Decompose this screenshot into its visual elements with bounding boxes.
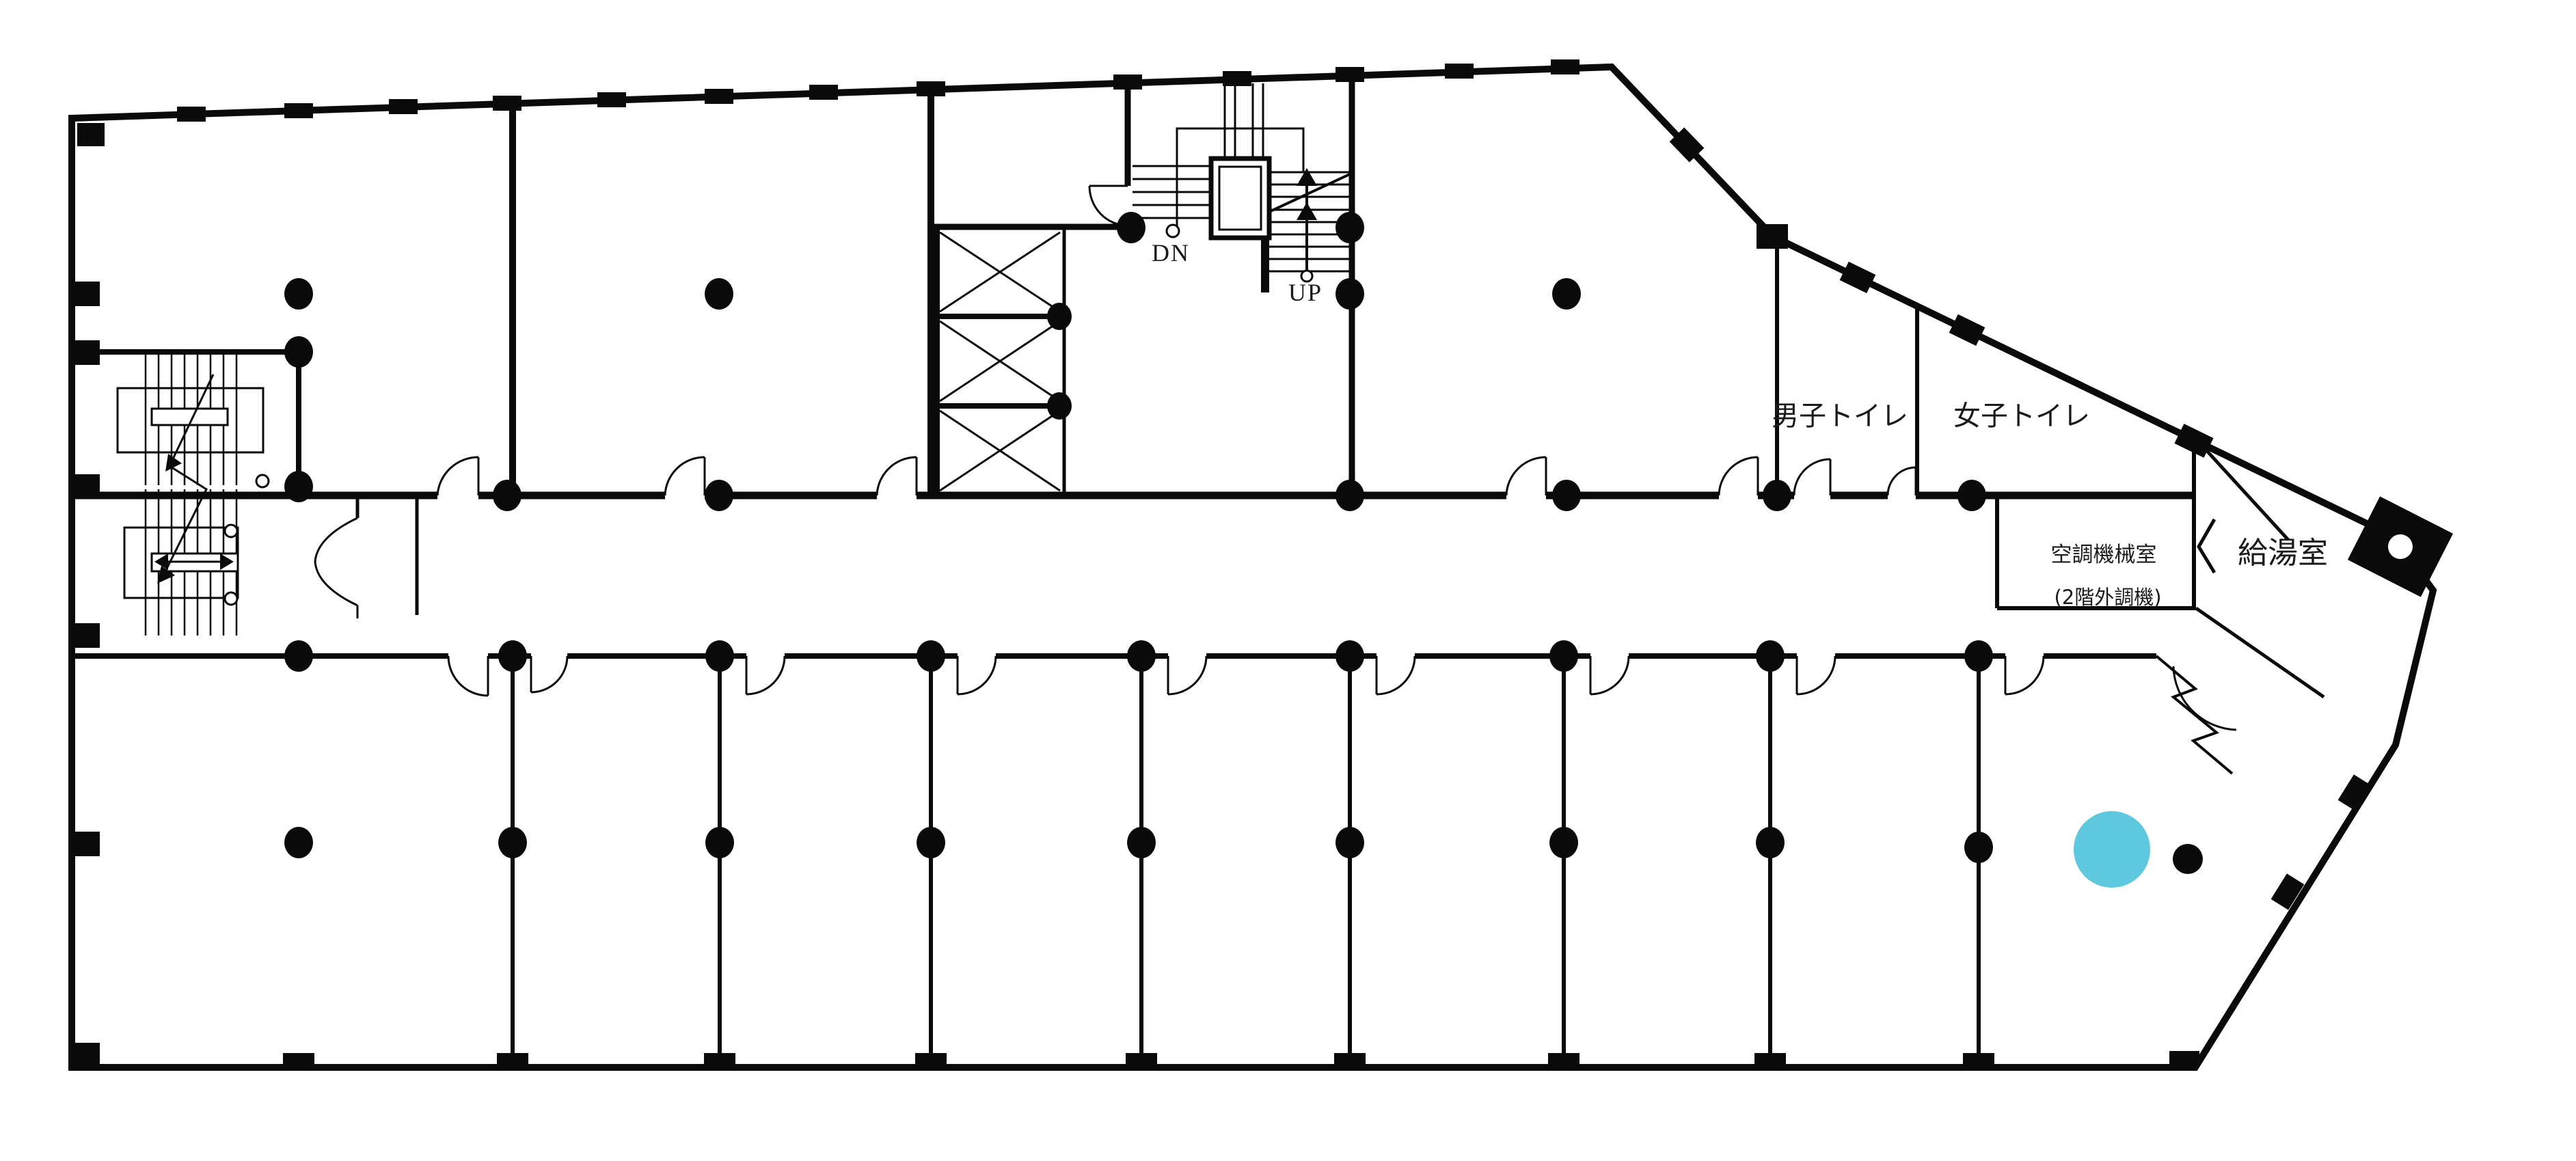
corridor-vestibule-doors bbox=[314, 495, 419, 618]
mens-toilet-label: 男子トイレ bbox=[1772, 400, 1908, 432]
stair-up-label: UP bbox=[1288, 279, 1323, 306]
kitchenette-fixture bbox=[2347, 496, 2454, 597]
outer-walls bbox=[68, 63, 2437, 1071]
kitchenette-walls bbox=[2155, 443, 2325, 775]
hvac-room-sublabel: (2階外調機) bbox=[2054, 586, 2161, 609]
lower-room-partitions bbox=[511, 656, 1981, 1067]
stair-left bbox=[116, 352, 270, 636]
room-labels: 男子トイレ 女子トイレ 空調機械室 (2階外調機) 給湯室 bbox=[1772, 400, 2328, 609]
toilet-walls bbox=[1775, 238, 2196, 608]
hvac-room-box bbox=[1995, 495, 2196, 610]
womens-toilet-label: 女子トイレ bbox=[1953, 400, 2090, 432]
duct-shaft-x-braced bbox=[931, 223, 1128, 495]
location-marker[interactable] bbox=[2074, 811, 2150, 888]
upper-room-doors bbox=[436, 456, 1917, 496]
stair-up-flight: UP bbox=[1269, 168, 1352, 306]
lower-room-doors bbox=[447, 655, 2045, 697]
column-dots bbox=[284, 212, 2203, 874]
hvac-room-label: 空調機械室 bbox=[2051, 543, 2157, 567]
stair-down-label: DN bbox=[1152, 239, 1190, 267]
stair-down-flight: DN bbox=[1133, 128, 1211, 267]
wall-column-squares bbox=[68, 59, 2372, 1067]
corridor-walls bbox=[72, 491, 2194, 659]
kitchenette-label: 給湯室 bbox=[2238, 536, 2328, 571]
elevator bbox=[1176, 83, 1305, 292]
